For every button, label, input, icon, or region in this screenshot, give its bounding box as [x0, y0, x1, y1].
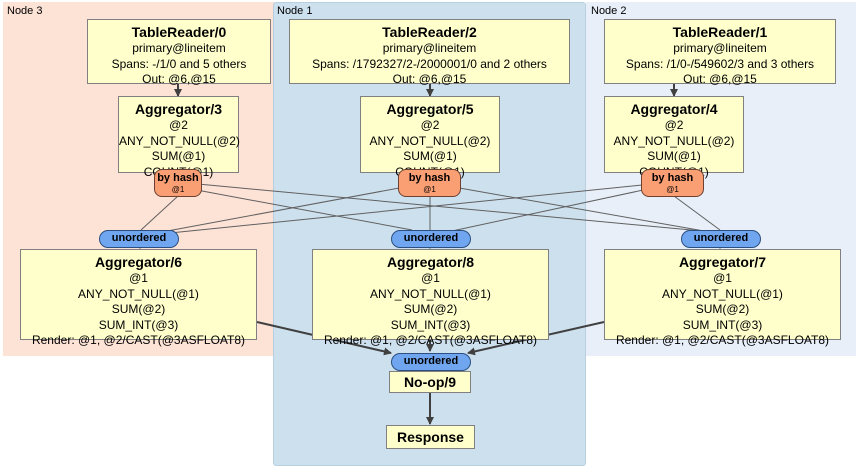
node-line: primary@lineitem: [382, 41, 477, 55]
node-line: Render: @1, @2/CAST(@3ASFLOAT8): [31, 333, 246, 347]
node-line: Out: @6,@15: [392, 72, 467, 86]
node-line: primary@lineitem: [132, 41, 226, 55]
shuffle-edge: [447, 185, 705, 232]
node-line: SUM_INT(@3): [390, 317, 471, 332]
unordered-sync-2: unordered: [391, 230, 471, 248]
node3-label: Node 3: [7, 5, 43, 17]
node-title: Aggregator/3: [134, 101, 223, 117]
node-title: Aggregator/5: [386, 101, 474, 117]
aggregator-8-node: Aggregator/8 @1 ANY_NOT_NULL(@1) SUM(@2)…: [312, 249, 549, 347]
node-line: @2: [664, 118, 684, 132]
node-title: TableReader/0: [131, 24, 227, 40]
shuffle-edge: [140, 195, 179, 231]
node-title: Aggregator/6: [94, 254, 183, 270]
shuffle-edge: [451, 185, 663, 232]
node-line: SUM(@2): [695, 302, 750, 316]
node-title: Aggregator/7: [678, 254, 767, 270]
node-line: @1: [129, 271, 148, 285]
unordered-sync-final: unordered: [391, 353, 471, 371]
node-line: ANY_NOT_NULL(@2): [369, 133, 491, 148]
node-line: Spans: /1792327/2-/2000001/0 and 2 other…: [312, 56, 547, 71]
node-line: SUM(@1): [151, 149, 206, 163]
shuffle-edge: [185, 187, 413, 231]
node-line: SUM_INT(@3): [98, 317, 179, 332]
shuffle-edge: [161, 185, 411, 233]
aggregator-5-node: Aggregator/5 @2 ANY_NOT_NULL(@2) SUM(@1)…: [360, 96, 500, 179]
aggregator-3-node: Aggregator/3 @2 ANY_NOT_NULL(@2) SUM(@1)…: [118, 96, 240, 179]
tablereader-0-node: TableReader/0 primary@lineitem Spans: -/…: [87, 19, 271, 86]
aggregator-7-node: Aggregator/7 @1 ANY_NOT_NULL(@1) SUM(@2)…: [604, 249, 841, 347]
router-label: by hash: [157, 172, 199, 184]
node-line: SUM(@2): [111, 302, 166, 316]
hash-router-2: by hash @1: [398, 169, 461, 197]
node-line: Spans: /1/0-/549602/3 and 3 others: [625, 56, 815, 71]
node-title: TableReader/1: [672, 24, 768, 40]
node2-label: Node 2: [591, 5, 627, 17]
response-node: Response: [386, 425, 475, 449]
node-line: @2: [169, 118, 188, 132]
node-line: SUM_INT(@3): [682, 317, 763, 332]
hash-router-3: by hash @1: [641, 169, 704, 197]
node-line: @1: [713, 271, 732, 285]
node-line: Render: @1, @2/CAST(@3ASFLOAT8): [323, 333, 538, 347]
unordered-sync-1: unordered: [99, 230, 179, 248]
node-line: Out: @6,@15: [683, 72, 757, 86]
shuffle-edge: [673, 195, 721, 231]
node-line: SUM(@1): [647, 149, 701, 163]
node-title: Response: [397, 429, 464, 445]
noop-9-node: No-op/9: [389, 371, 471, 393]
shuffle-edge: [169, 183, 653, 234]
router-label: by hash: [408, 172, 451, 184]
node1-label: Node 1: [277, 5, 313, 17]
node-title: Aggregator/4: [630, 101, 718, 117]
node-line: @1: [421, 271, 440, 285]
router-column: @1: [423, 185, 436, 194]
node-line: ANY_NOT_NULL(@1): [78, 286, 199, 301]
node-line: SUM(@2): [403, 302, 458, 316]
router-label: by hash: [651, 172, 694, 184]
node-title: TableReader/2: [382, 24, 477, 40]
router-column: @1: [666, 185, 679, 194]
router-column: @1: [171, 185, 185, 194]
node-line: Spans: -/1/0 and 5 others: [111, 56, 247, 71]
node-line: @2: [420, 118, 440, 132]
tablereader-2-node: TableReader/2 primary@lineitem Spans: /1…: [289, 19, 570, 86]
tablereader-1-node: TableReader/1 primary@lineitem Spans: /1…: [604, 19, 836, 86]
node-line: ANY_NOT_NULL(@1): [662, 286, 783, 301]
hash-router-1: by hash @1: [154, 169, 202, 197]
node-line: ANY_NOT_NULL(@2): [119, 133, 240, 148]
node-line: ANY_NOT_NULL(@1): [370, 286, 491, 301]
node-line: Out: @6,@15: [142, 72, 216, 86]
node-line: ANY_NOT_NULL(@2): [613, 133, 735, 148]
node-line: primary@lineitem: [673, 41, 767, 55]
node-title: Aggregator/8: [386, 254, 475, 270]
node-line: SUM(@1): [403, 149, 457, 163]
node-title: No-op/9: [403, 374, 457, 390]
unordered-sync-3: unordered: [681, 230, 761, 248]
shuffle-edge: [197, 183, 703, 232]
aggregator-6-node: Aggregator/6 @1 ANY_NOT_NULL(@1) SUM(@2)…: [20, 249, 257, 347]
aggregator-4-node: Aggregator/4 @2 ANY_NOT_NULL(@2) SUM(@1)…: [604, 96, 744, 179]
node-line: Render: @1, @2/CAST(@3ASFLOAT8): [615, 333, 830, 347]
